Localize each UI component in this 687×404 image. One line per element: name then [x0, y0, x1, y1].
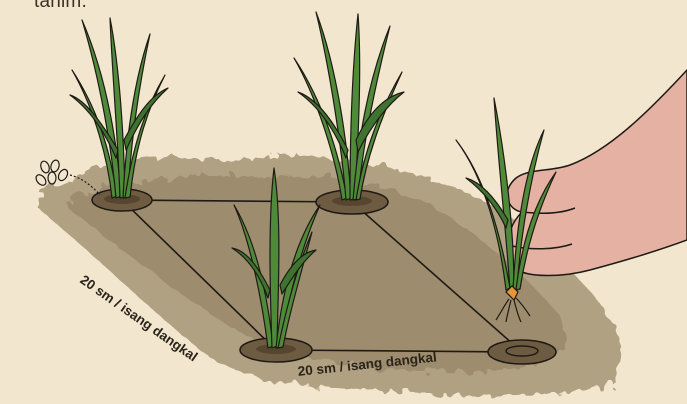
- top-caption: tanim.: [34, 0, 87, 13]
- planting-hole-front-right-empty: [488, 340, 556, 364]
- hand-icon: [507, 70, 687, 276]
